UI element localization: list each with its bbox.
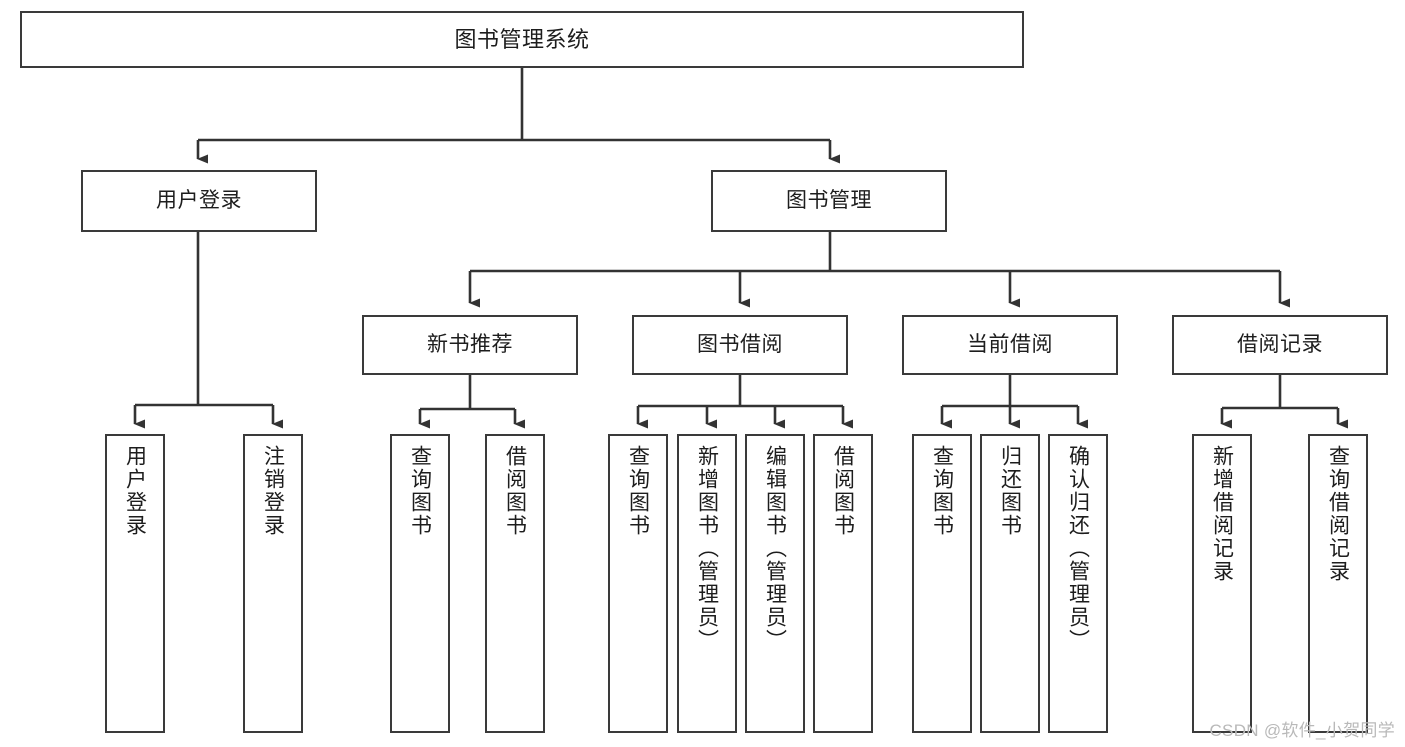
leaf-borrow-edit-book[interactable]: 编辑图书（管理员）: [745, 434, 805, 733]
node-label: 新增图书（管理员）: [695, 445, 719, 652]
leaf-recommend-borrow-book[interactable]: 借阅图书: [485, 434, 545, 733]
node-label: 用户登录: [156, 188, 242, 212]
node-label: 借阅图书: [831, 445, 855, 537]
node-label: 查询图书: [626, 445, 650, 537]
node-label: 当前借阅: [967, 332, 1053, 356]
leaf-user-login-signout[interactable]: 注销登录: [243, 434, 303, 733]
node-borrow-record[interactable]: 借阅记录: [1172, 315, 1388, 375]
leaf-borrow-add-book[interactable]: 新增图书（管理员）: [677, 434, 737, 733]
node-root-system[interactable]: 图书管理系统: [20, 11, 1024, 68]
leaf-current-return-book[interactable]: 归还图书: [980, 434, 1040, 733]
node-label: 新书推荐: [427, 332, 513, 356]
leaf-record-query-record[interactable]: 查询借阅记录: [1308, 434, 1368, 733]
csdn-watermark: CSDN @软件_小贺同学: [1209, 721, 1395, 740]
node-user-login[interactable]: 用户登录: [81, 170, 317, 232]
leaf-current-query-book[interactable]: 查询图书: [912, 434, 972, 733]
node-label: 新增借阅记录: [1210, 445, 1234, 583]
node-label: 查询图书: [408, 445, 432, 537]
leaf-borrow-query-book[interactable]: 查询图书: [608, 434, 668, 733]
node-book-management[interactable]: 图书管理: [711, 170, 947, 232]
leaf-borrow-borrow-book[interactable]: 借阅图书: [813, 434, 873, 733]
leaf-recommend-query-book[interactable]: 查询图书: [390, 434, 450, 733]
node-label: 归还图书: [998, 445, 1022, 537]
node-label: 借阅记录: [1237, 332, 1323, 356]
node-label: 用户登录: [123, 445, 147, 537]
node-label: 注销登录: [261, 445, 285, 537]
node-label: 确认归还（管理员）: [1066, 445, 1090, 652]
node-book-borrow[interactable]: 图书借阅: [632, 315, 848, 375]
node-label: 借阅图书: [503, 445, 527, 537]
node-label: 编辑图书（管理员）: [763, 445, 787, 652]
node-label: 查询图书: [930, 445, 954, 537]
node-label: 图书借阅: [697, 332, 783, 356]
leaf-current-confirm-return[interactable]: 确认归还（管理员）: [1048, 434, 1108, 733]
leaf-user-login-signin[interactable]: 用户登录: [105, 434, 165, 733]
node-label: 图书管理系统: [454, 26, 590, 52]
node-label: 查询借阅记录: [1326, 445, 1350, 583]
node-current-borrow[interactable]: 当前借阅: [902, 315, 1118, 375]
node-label: 图书管理: [786, 188, 872, 212]
node-new-book-recommend[interactable]: 新书推荐: [362, 315, 578, 375]
leaf-record-add-record[interactable]: 新增借阅记录: [1192, 434, 1252, 733]
